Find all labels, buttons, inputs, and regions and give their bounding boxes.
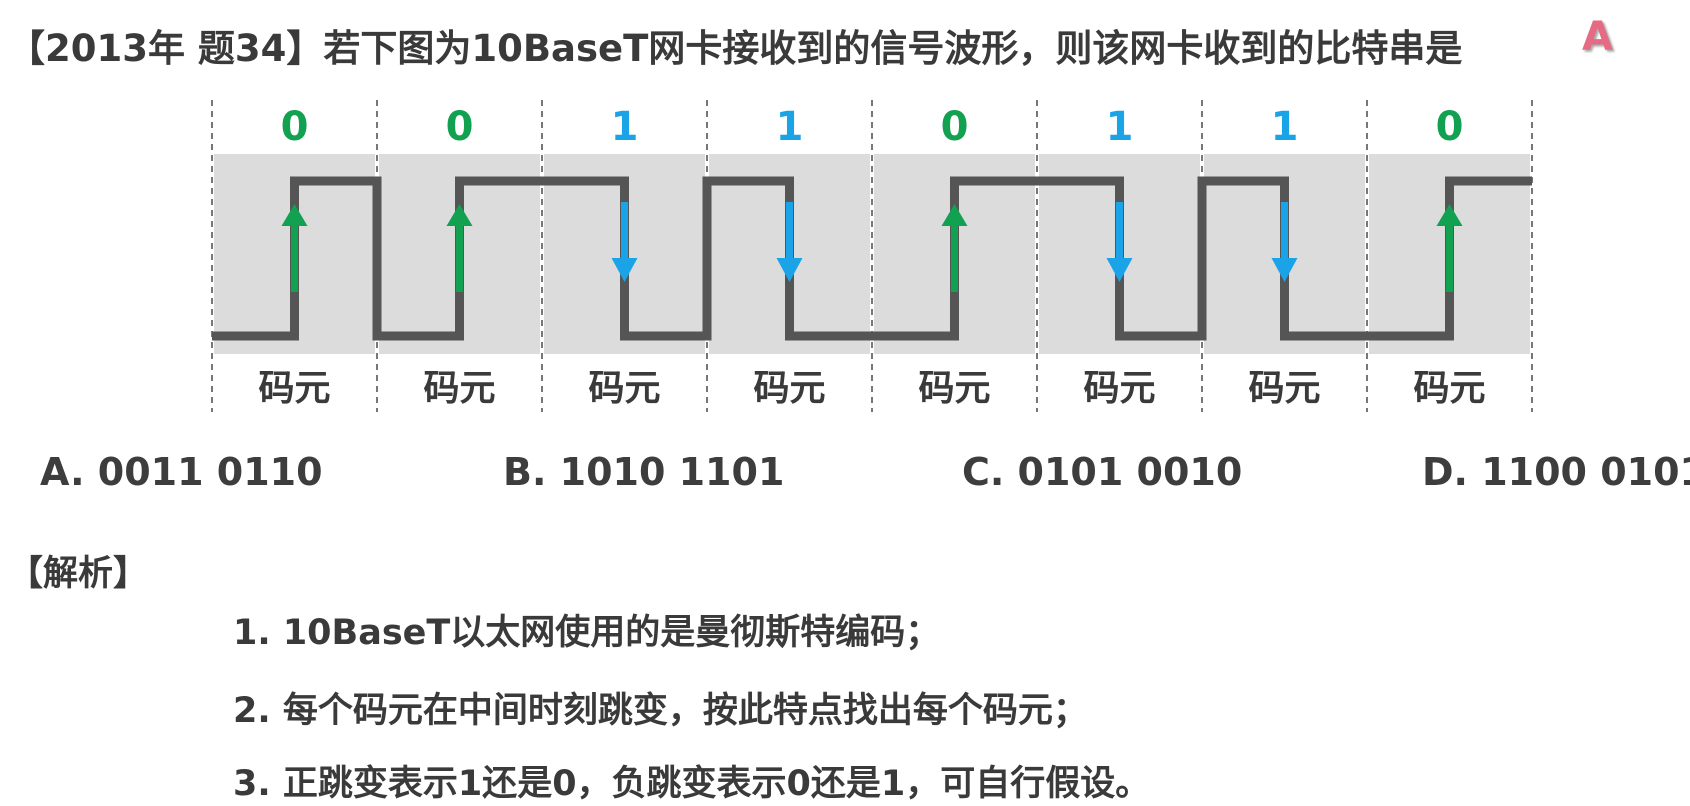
- bit-label: 0: [281, 104, 309, 150]
- bit-label: 1: [1271, 104, 1299, 150]
- question-text: 【2013年 题34】若下图为10BaseT网卡接收到的信号波形，则该网卡收到的…: [8, 27, 1463, 70]
- symbol-label: 码元: [1248, 368, 1320, 409]
- arrow-head-down: [776, 258, 803, 282]
- option-c[interactable]: C. 0101 0010: [962, 450, 1243, 494]
- analysis-step-3: 3. 正跳变表示1还是0，负跳变表示0还是1，可自行假设。: [233, 764, 1151, 804]
- bit-label: 0: [1436, 104, 1464, 150]
- option-d[interactable]: D. 1100 0101: [1422, 450, 1690, 494]
- analysis-title: 【解析】: [8, 554, 149, 594]
- arrow-head-up: [446, 204, 473, 226]
- symbol-label: 码元: [423, 368, 495, 409]
- bit-label: 1: [776, 104, 804, 150]
- symbol-label: 码元: [588, 368, 660, 409]
- answer-mark: A: [1582, 14, 1613, 60]
- arrow-head-down: [611, 258, 638, 282]
- bit-label: 0: [941, 104, 969, 150]
- arrow-head-down: [1271, 258, 1298, 282]
- symbol-label: 码元: [753, 368, 825, 409]
- bit-label: 1: [611, 104, 639, 150]
- arrow-head-down: [1106, 258, 1133, 282]
- analysis-step-1: 1. 10BaseT以太网使用的是曼彻斯特编码；: [233, 613, 941, 653]
- bit-label: 0: [446, 104, 474, 150]
- symbol-label: 码元: [1413, 368, 1485, 409]
- arrow-head-up: [281, 204, 308, 226]
- arrow-head-up: [1436, 204, 1463, 226]
- manchester-waveform-diagram: 0 码元 0 码元 1 码元 1 码元 0 码元 1 码元 1 码元 0 码元: [211, 100, 1533, 412]
- option-b[interactable]: B. 1010 1101: [503, 450, 785, 494]
- symbol-label: 码元: [258, 368, 330, 409]
- bit-label: 1: [1106, 104, 1134, 150]
- symbol-label: 码元: [1083, 368, 1155, 409]
- symbol-label: 码元: [918, 368, 990, 409]
- arrow-head-up: [941, 204, 968, 226]
- analysis-step-2: 2. 每个码元在中间时刻跳变，按此特点找出每个码元；: [233, 691, 1088, 731]
- option-a[interactable]: A. 0011 0110: [40, 450, 323, 494]
